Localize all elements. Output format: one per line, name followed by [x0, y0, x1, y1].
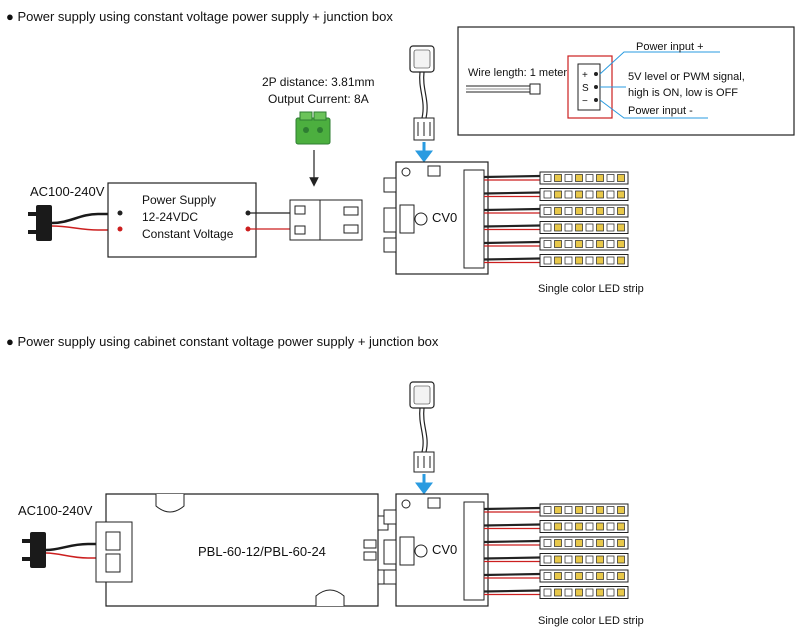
cabinet-power-supply [95, 493, 389, 607]
pin-plus-label: + [582, 70, 588, 81]
pin-s-label: S [582, 83, 589, 94]
psu-line3: Constant Voltage [142, 227, 234, 241]
ac-plug-icon-2 [22, 532, 106, 568]
sensor-switch-icon-2 [409, 381, 435, 473]
strip-label: Single color LED strip [538, 283, 644, 295]
led-strip-icon [483, 553, 629, 566]
connector-spec-line2: Output Current: 8A [268, 92, 369, 106]
two-pin-connector [289, 199, 363, 241]
sensor-switch-icon [409, 45, 435, 141]
psu-line2: 12-24VDC [142, 210, 198, 224]
led-strip-icon [483, 536, 629, 550]
wire-length-label: Wire length: 1 meter [468, 67, 567, 79]
blue-down-arrow [415, 142, 433, 163]
blue-down-arrow-2 [415, 474, 433, 495]
led-strip-icon [483, 204, 629, 218]
signal-inset-box [457, 26, 795, 136]
psu-model-label: PBL-60-12/PBL-60-24 [198, 544, 326, 559]
cv0-junction-box [383, 161, 489, 275]
section1-title: ● Power supply using constant voltage po… [6, 9, 393, 24]
pin-minus-label: − [582, 96, 588, 107]
led-strip-icon [483, 520, 629, 533]
led-strips-group [483, 171, 629, 267]
cv0-junction-box-2 [383, 493, 489, 607]
green-terminal-connector-icon [295, 111, 331, 145]
led-strip-icon [483, 586, 629, 599]
ac-label-2: AC100-240V [18, 503, 93, 518]
power-supply-box [107, 182, 257, 258]
led-strip-icon [483, 254, 629, 267]
psu-line1: Power Supply [142, 193, 216, 207]
cv0-label-2: CV0 [432, 542, 457, 557]
ac-plug-icon [28, 205, 118, 241]
led-strip-icon [483, 188, 629, 201]
ac-label: AC100-240V [30, 184, 105, 199]
section2-title: ● Power supply using cabinet constant vo… [6, 334, 439, 349]
led-strip-icon [483, 171, 629, 185]
signal-line2: high is ON, low is OFF [628, 87, 738, 99]
power-input-minus-label: Power input - [628, 105, 693, 117]
power-input-plus-label: Power input + [636, 41, 704, 53]
led-strip-icon [483, 503, 629, 517]
led-strip-icon [483, 237, 629, 251]
led-strip-icon [483, 569, 629, 583]
signal-line1: 5V level or PWM signal, [628, 71, 745, 83]
led-strips-group-2 [483, 503, 629, 599]
cv0-label: CV0 [432, 210, 457, 225]
strip-label-2: Single color LED strip [538, 615, 644, 627]
led-strip-icon [483, 221, 629, 234]
connector-spec-line1: 2P distance: 3.81mm [262, 75, 375, 89]
